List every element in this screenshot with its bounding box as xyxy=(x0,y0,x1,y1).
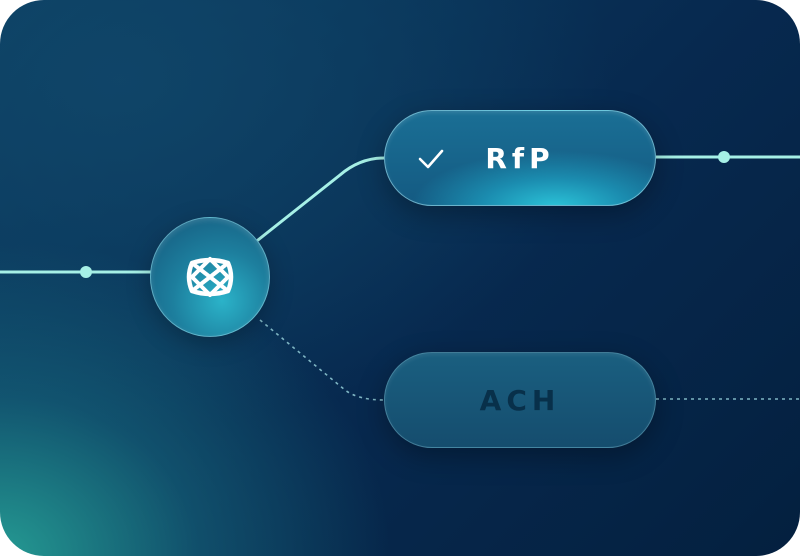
rfp-node-label: RfP xyxy=(485,141,555,175)
active-branch-line xyxy=(256,156,386,242)
waffle-grid-icon xyxy=(186,257,234,297)
inactive-branch-line xyxy=(259,319,385,401)
ach-node[interactable]: ACH xyxy=(384,352,656,448)
rfp-node[interactable]: RfP xyxy=(384,110,656,206)
active-outgoing-dot xyxy=(718,151,730,163)
check-icon xyxy=(418,149,444,169)
ach-node-label: ACH xyxy=(479,383,561,417)
hub-node[interactable] xyxy=(150,217,270,337)
incoming-dot xyxy=(80,266,92,278)
